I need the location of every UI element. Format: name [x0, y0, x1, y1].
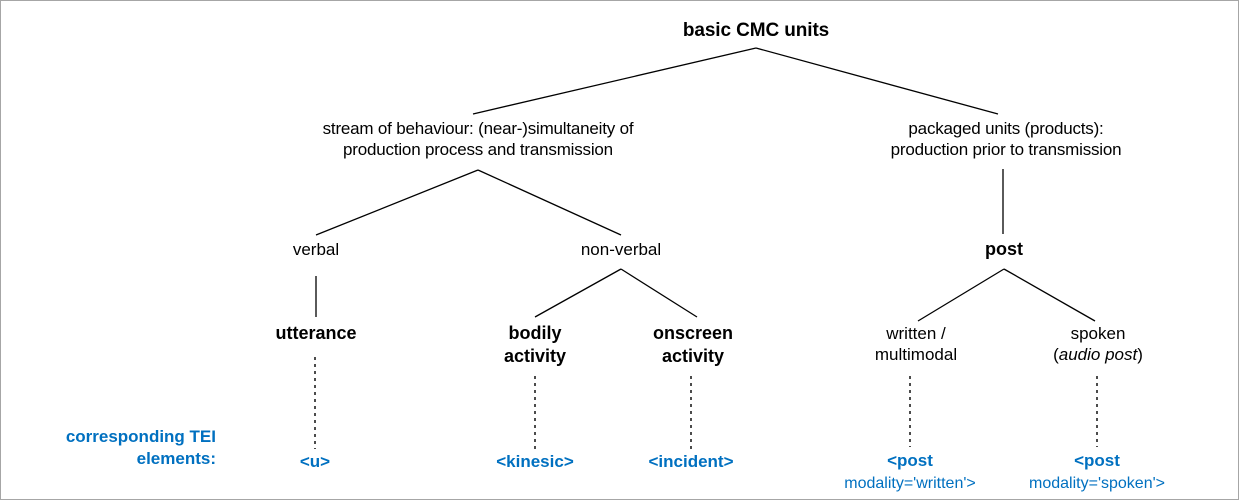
tei-element-incident: <incident>: [648, 451, 733, 473]
tei-element-u: <u>: [300, 451, 330, 473]
tei-element-kinesic: <kinesic>: [496, 451, 574, 473]
edge-post-to-written: [917, 268, 1005, 322]
node-stream-of-behaviour: stream of behaviour: (near-)simultaneity…: [322, 119, 634, 159]
edge-root-to-packaged: [755, 47, 999, 115]
node-non-verbal: non-verbal: [580, 240, 662, 259]
tei-tag: <u>: [299, 452, 331, 471]
spoken-label-post: ): [1137, 345, 1143, 365]
spoken-label-italic: audio post: [1058, 345, 1138, 365]
tei-attr: modality='written'>: [844, 475, 976, 493]
node-post: post: [985, 239, 1023, 259]
node-basic-cmc-units: basic CMC units: [682, 20, 830, 41]
node-utterance: utterance: [275, 323, 357, 343]
node-written-multimodal: written / multimodal: [874, 324, 958, 365]
tei-tag: <post: [1074, 451, 1120, 470]
tei-attr: modality='spoken'>: [1029, 475, 1165, 493]
tei-element-post-spoken: <post modality='spoken'>: [1029, 450, 1165, 495]
edge-nonverbal-to-bodily: [534, 268, 622, 318]
tei-tag: <post: [887, 451, 933, 470]
node-onscreen-activity: onscreen activity: [652, 323, 734, 366]
edge-root-to-stream: [472, 47, 757, 115]
node-verbal: verbal: [292, 240, 340, 259]
spoken-label-pre: spoken (: [1053, 324, 1126, 365]
edge-stream-to-verbal: [315, 169, 479, 236]
tei-element-post-written: <post modality='written'>: [844, 450, 976, 495]
edge-post-to-spoken: [1003, 268, 1096, 322]
edge-nonverbal-to-onscreen: [620, 268, 698, 318]
tei-tag: <incident>: [648, 452, 734, 471]
tei-tag: <kinesic>: [496, 452, 574, 471]
node-bodily-activity: bodily activity: [503, 323, 567, 366]
node-packaged-units: packaged units (products): production pr…: [890, 119, 1122, 159]
tei-caption: corresponding TEI elements:: [65, 427, 216, 469]
edge-stream-to-nonverbal: [477, 169, 622, 236]
node-spoken-audio-post: spoken (audio post): [1053, 323, 1143, 366]
